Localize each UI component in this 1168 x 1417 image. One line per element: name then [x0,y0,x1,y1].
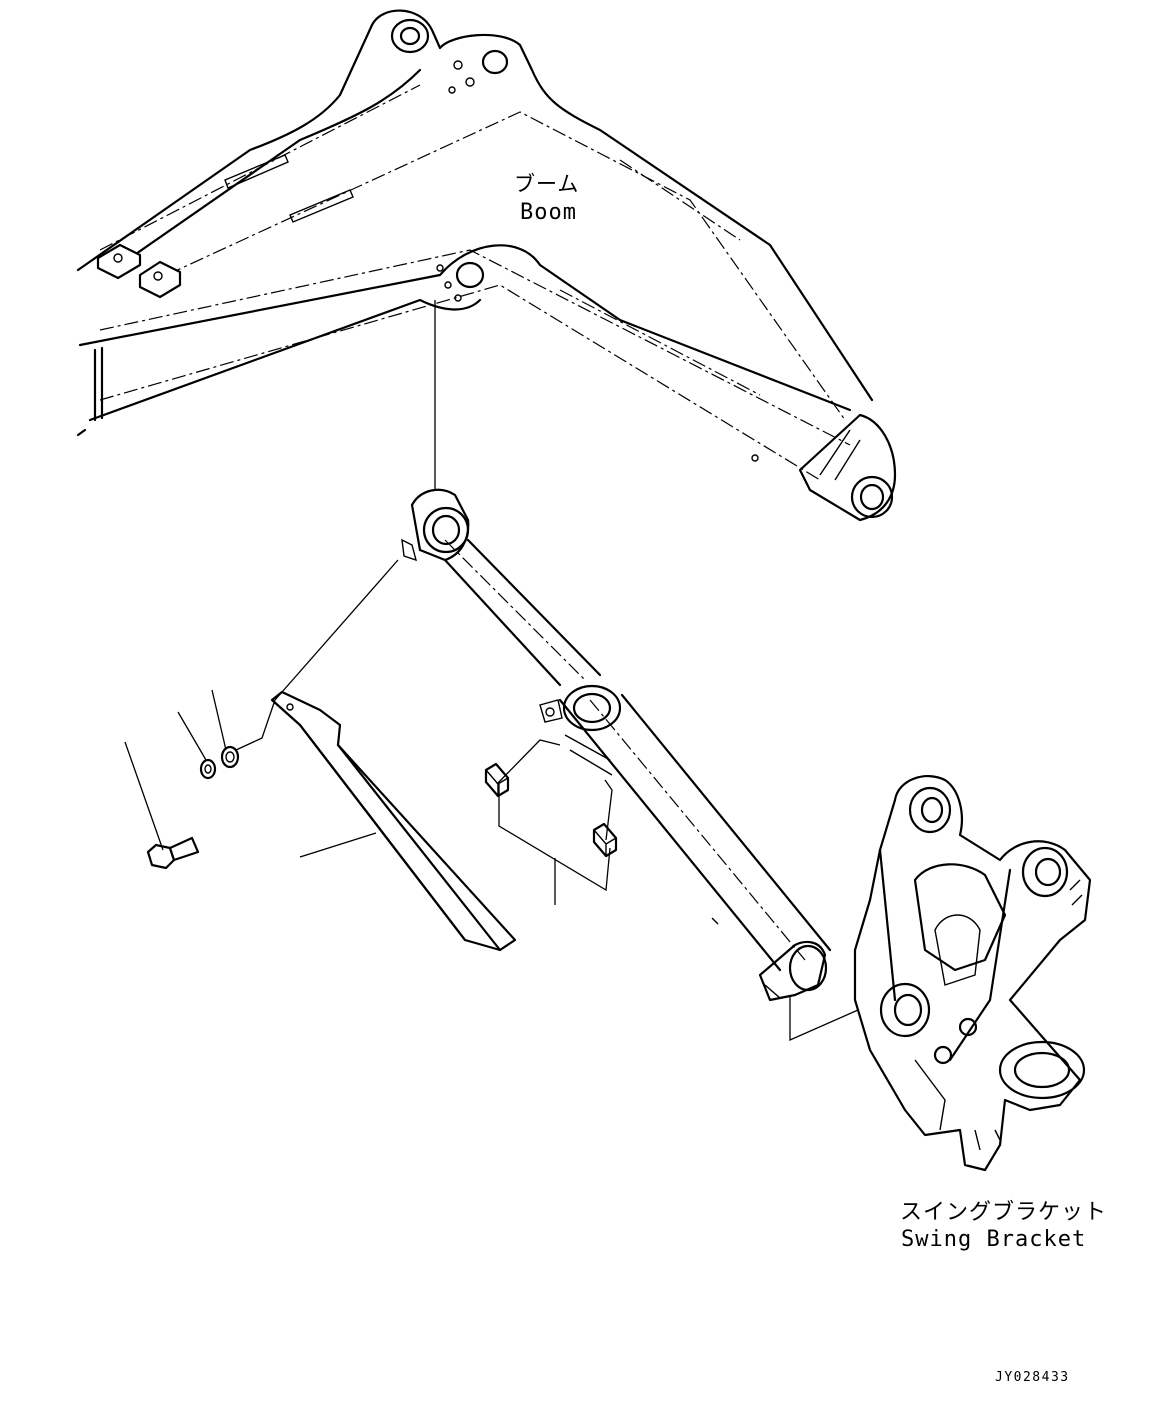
boom-cylinder [401,488,832,1002]
boom-label-english: Boom [520,200,577,225]
drawing-id: JY028433 [995,1370,1070,1385]
spring-washer [199,758,217,780]
swing-bracket-label-japanese: スイングブラケット [900,1200,1108,1225]
cylinder-cover [270,690,517,952]
flat-washer [220,745,240,769]
swing-bracket [853,775,1092,1172]
boom [76,9,897,522]
bolt [146,836,200,870]
clamp-block-upper [484,762,510,798]
leader-lines [124,559,613,905]
boom-label-japanese: ブーム [514,172,580,196]
swing-bracket-label-english: Swing Bracket [901,1227,1087,1252]
clamp-block-lower [592,822,618,858]
